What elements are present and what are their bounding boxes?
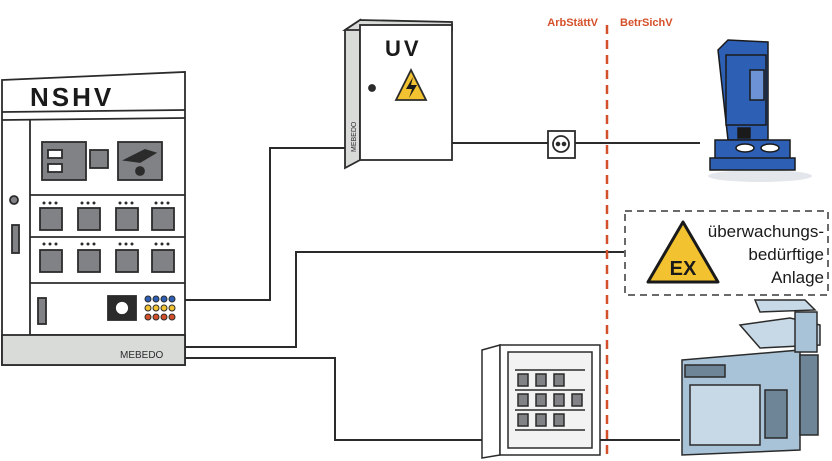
cable-to-cabinet xyxy=(185,357,482,441)
main-board-brand: MEBEDO xyxy=(120,350,164,361)
ex-label: EX xyxy=(670,258,697,280)
cable-to-hazard xyxy=(185,251,625,348)
main-distribution-board xyxy=(1,71,186,366)
hazard-text-line2: bedürftige xyxy=(748,245,824,264)
coffee-machine-icon xyxy=(708,39,812,182)
cable-to-uv xyxy=(185,147,345,301)
hazard-text-line1: überwachungs- xyxy=(708,222,824,241)
indicator-lights xyxy=(144,295,176,321)
cables xyxy=(185,142,700,441)
hazard-text-line3: Anlage xyxy=(771,268,824,287)
machine-tool-icon xyxy=(681,299,821,456)
breaker-dots xyxy=(42,201,170,246)
socket-icon xyxy=(547,130,576,159)
regulation-label-arbstaettv: ArbStättV xyxy=(547,17,598,29)
sub-board-brand: MEBEDO xyxy=(351,121,358,152)
regulation-label-betrsichv: BetrSichV xyxy=(620,17,673,29)
sub-board-label: UV xyxy=(385,36,422,61)
ex-warning-icon xyxy=(646,220,720,284)
main-board-label: NSHV xyxy=(30,82,114,112)
sub-distribution-board xyxy=(342,18,453,170)
control-cabinet-icon xyxy=(481,344,601,459)
